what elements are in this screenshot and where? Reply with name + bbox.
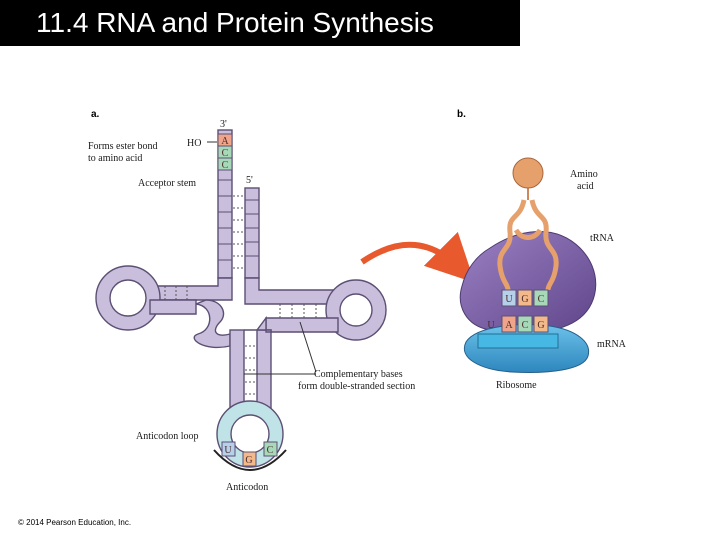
anticodon-base-u: U bbox=[224, 445, 232, 456]
mrna-label: mRNA bbox=[597, 339, 627, 350]
panel-b-label: b. bbox=[457, 109, 466, 120]
anticodon-label: Anticodon bbox=[226, 482, 268, 493]
variable-loop bbox=[193, 299, 231, 349]
mrna-strand bbox=[477, 333, 559, 349]
amino-acid-label-2: acid bbox=[577, 181, 594, 192]
five-prime-label: 5' bbox=[246, 175, 253, 186]
codon-u-label: U bbox=[487, 320, 495, 331]
title-bar: 11.4 RNA and Protein Synthesis bbox=[0, 0, 520, 46]
anticodon-base-g: G bbox=[245, 455, 252, 466]
anticodon-loop: U G C bbox=[213, 400, 287, 471]
anticodon-stem bbox=[229, 315, 272, 417]
codon-base-c: C bbox=[522, 320, 529, 331]
three-prime-label: 3' bbox=[220, 119, 227, 130]
slide-title: 11.4 RNA and Protein Synthesis bbox=[36, 7, 434, 38]
acceptor-base-c1: C bbox=[222, 148, 229, 159]
ester-bond-label-2: to amino acid bbox=[88, 153, 142, 164]
anticodon-base-c: C bbox=[267, 445, 274, 456]
curved-arrow bbox=[360, 231, 475, 283]
codon-base-a: A bbox=[505, 320, 513, 331]
codon-base-g: G bbox=[537, 320, 544, 331]
amino-acid-label-1: Amino bbox=[570, 169, 598, 180]
panel-a-label: a. bbox=[91, 109, 100, 120]
complementary-label-1: Complementary bases bbox=[314, 369, 403, 380]
ribosome-anticodon-g: G bbox=[521, 294, 528, 305]
copyright-notice: © 2014 Pearson Education, Inc. bbox=[18, 518, 132, 527]
ester-bond-label-1: Forms ester bond bbox=[88, 141, 157, 152]
trna-label: tRNA bbox=[590, 233, 615, 244]
acceptor-base-c2: C bbox=[222, 160, 229, 171]
acceptor-stem-label: Acceptor stem bbox=[138, 178, 196, 189]
acceptor-bases: A C C bbox=[217, 133, 233, 171]
acceptor-base-a: A bbox=[221, 136, 229, 147]
complementary-label-2: form double-stranded section bbox=[298, 381, 415, 392]
anticodon-loop-label: Anticodon loop bbox=[136, 431, 199, 442]
ribosome-anticodon-u: U bbox=[505, 294, 513, 305]
ribosome-label: Ribosome bbox=[496, 380, 537, 391]
ho-label: HO bbox=[187, 138, 201, 149]
ribosome-anticodon-c: C bbox=[538, 294, 545, 305]
trna-in-ribosome: U G C U A C G bbox=[487, 157, 559, 333]
d-arm bbox=[95, 265, 233, 331]
